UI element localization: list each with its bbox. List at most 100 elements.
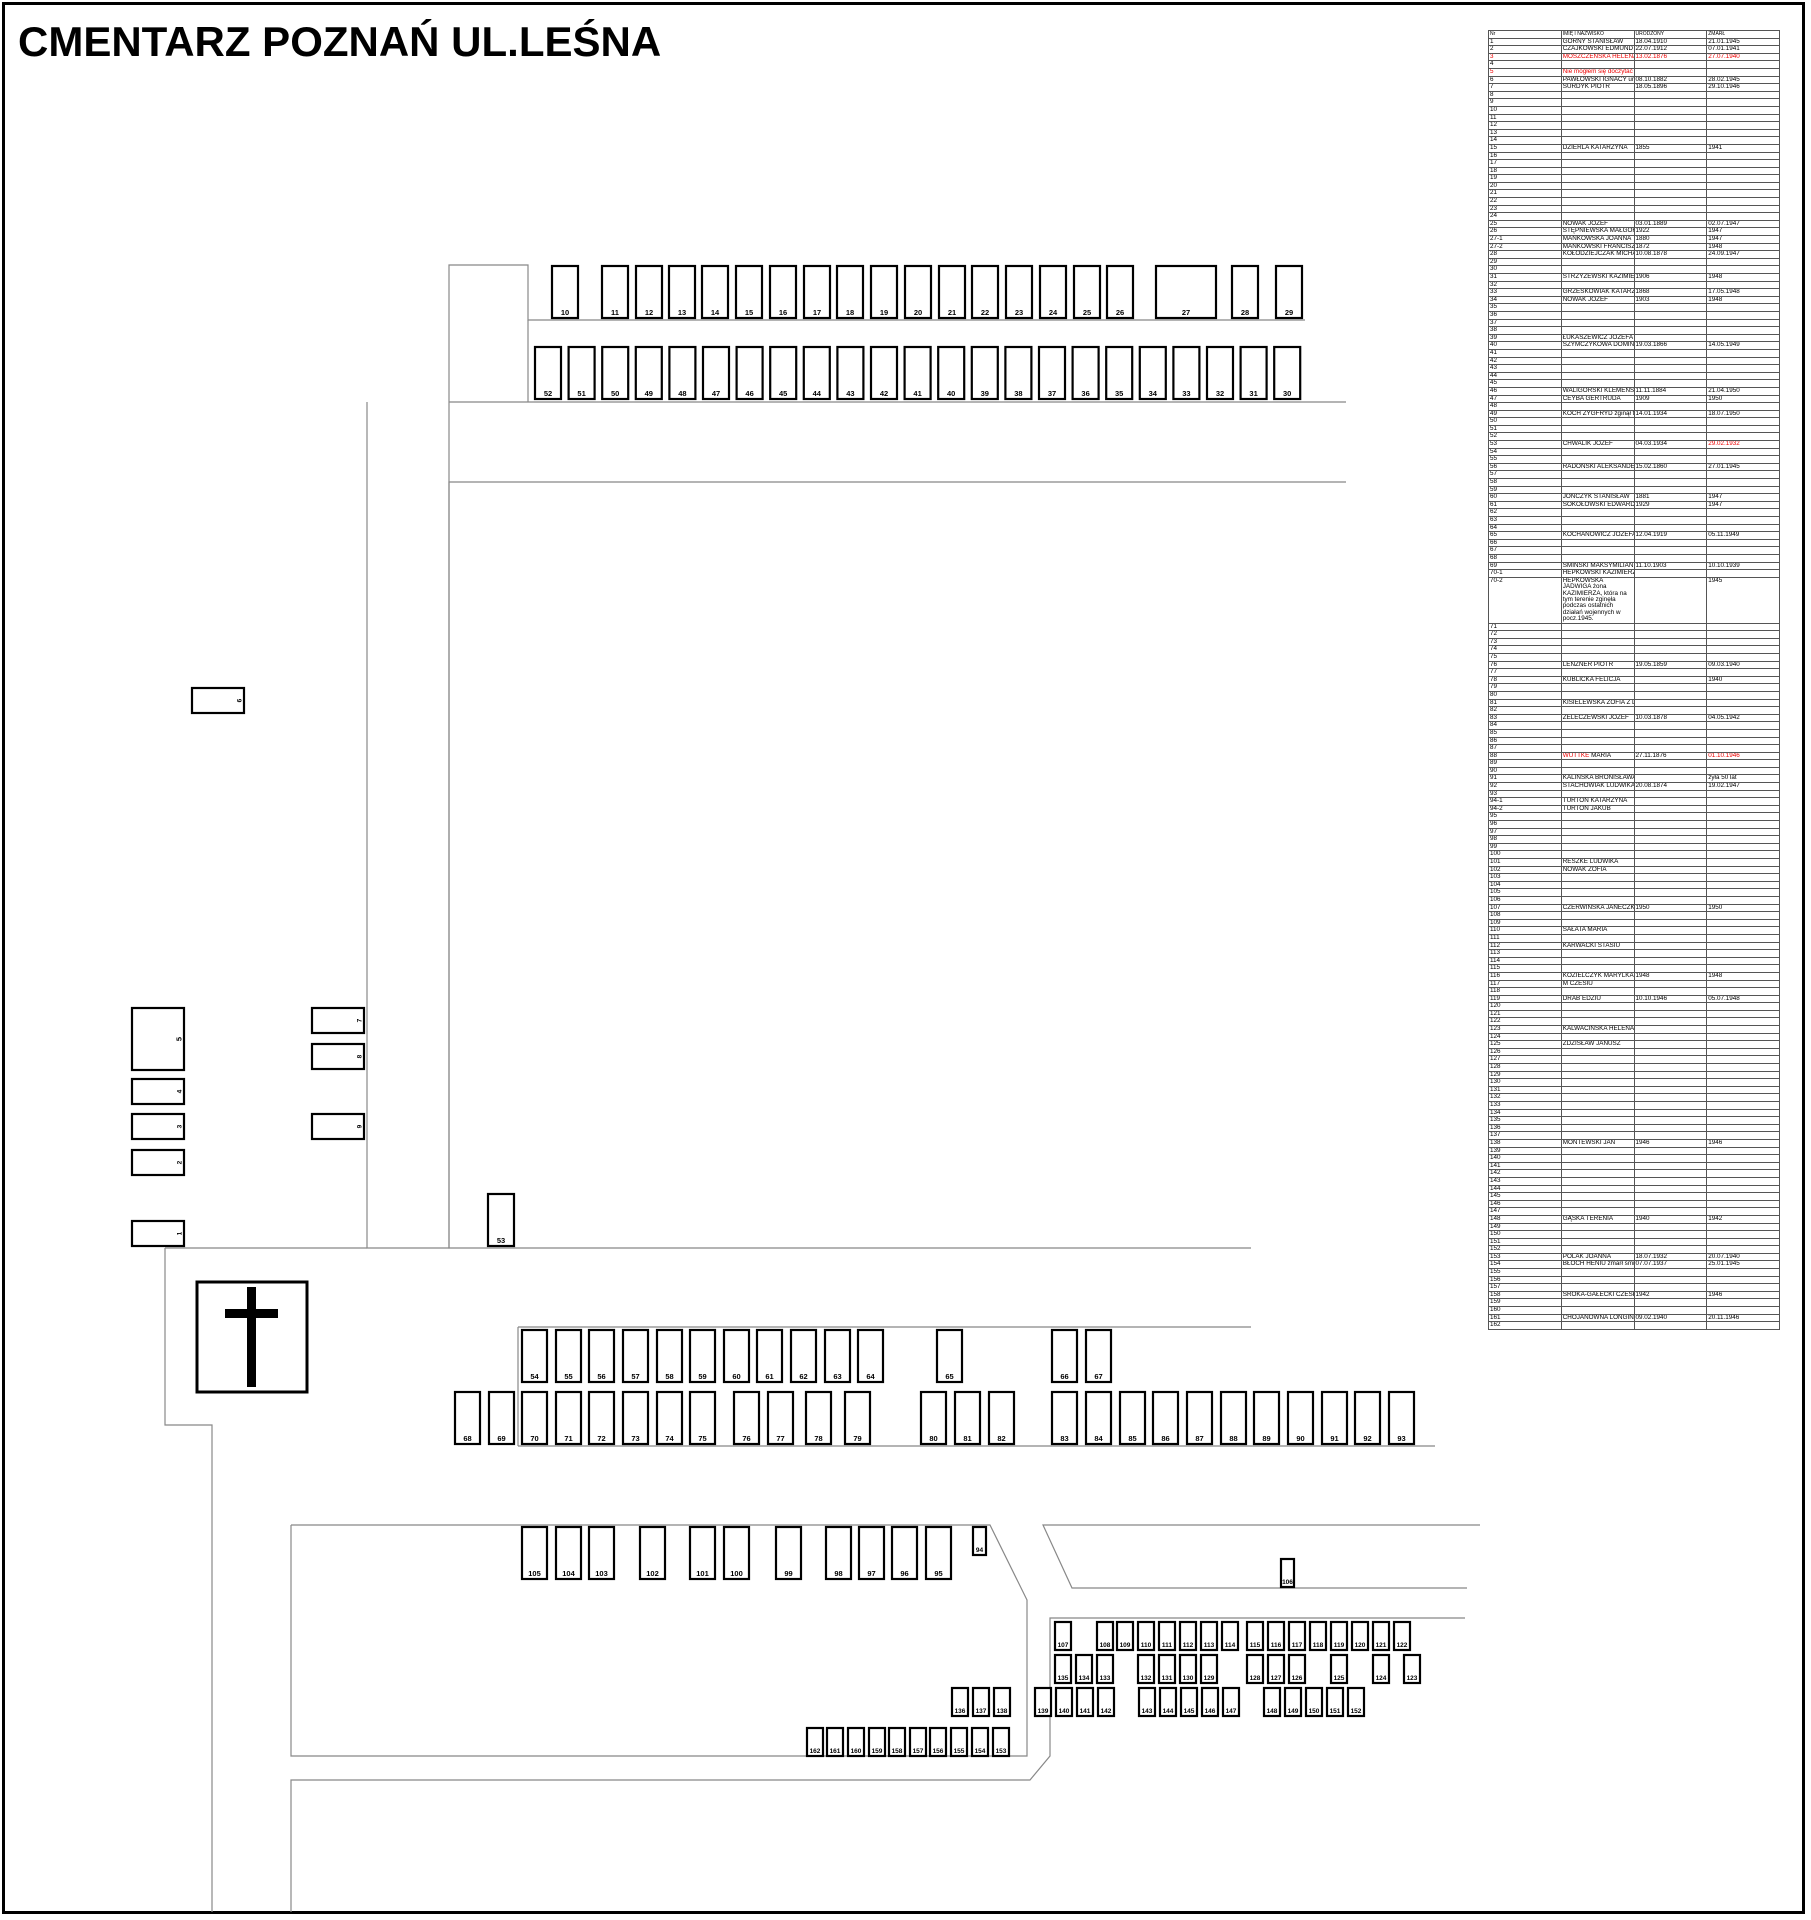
- grave-plot[interactable]: 21: [937, 264, 967, 320]
- grave-plot[interactable]: 41: [903, 345, 932, 401]
- grave-plot[interactable]: 148: [1262, 1686, 1282, 1718]
- grave-plot[interactable]: 98: [824, 1525, 853, 1581]
- grave-plot[interactable]: 83: [1050, 1390, 1079, 1446]
- grave-plot[interactable]: 117: [1287, 1620, 1307, 1652]
- grave-plot[interactable]: 13: [667, 264, 697, 320]
- grave-plot[interactable]: 38: [1004, 345, 1033, 401]
- grave-plot[interactable]: 146: [1200, 1686, 1220, 1718]
- grave-plot[interactable]: 120: [1350, 1620, 1370, 1652]
- grave-plot[interactable]: 124: [1371, 1653, 1391, 1685]
- grave-plot[interactable]: 158: [887, 1726, 907, 1758]
- grave-plot[interactable]: 152: [1346, 1686, 1366, 1718]
- grave-plot[interactable]: 104: [554, 1525, 583, 1581]
- grave-plot[interactable]: 129: [1199, 1653, 1219, 1685]
- grave-plot[interactable]: 126: [1287, 1653, 1307, 1685]
- grave-plot[interactable]: 44: [802, 345, 831, 401]
- grave-plot[interactable]: 67: [1084, 1328, 1113, 1384]
- grave-plot[interactable]: 151: [1325, 1686, 1345, 1718]
- grave-plot[interactable]: 23: [1004, 264, 1034, 320]
- grave-plot[interactable]: 46: [735, 345, 764, 401]
- grave-plot[interactable]: 155: [949, 1726, 969, 1758]
- grave-plot[interactable]: 40: [937, 345, 966, 401]
- grave-plot[interactable]: 140: [1054, 1686, 1074, 1718]
- grave-plot[interactable]: 12: [634, 264, 664, 320]
- grave-plot[interactable]: 43: [836, 345, 865, 401]
- grave-plot[interactable]: 108: [1095, 1620, 1115, 1652]
- grave-plot[interactable]: 45: [769, 345, 798, 401]
- grave-plot[interactable]: 19: [869, 264, 899, 320]
- grave-plot[interactable]: 86: [1151, 1390, 1180, 1446]
- grave-plot[interactable]: 73: [621, 1390, 650, 1446]
- grave-plot[interactable]: 159: [867, 1726, 887, 1758]
- grave-plot[interactable]: 48: [668, 345, 697, 401]
- grave-plot[interactable]: 9: [310, 1112, 366, 1141]
- grave-plot[interactable]: 153: [991, 1726, 1011, 1758]
- grave-plot[interactable]: 76: [732, 1390, 761, 1446]
- grave-plot[interactable]: 71: [554, 1390, 583, 1446]
- grave-plot[interactable]: 30: [1273, 345, 1302, 401]
- grave-plot[interactable]: 101: [688, 1525, 717, 1581]
- grave-plot[interactable]: 121: [1371, 1620, 1391, 1652]
- grave-plot[interactable]: 69: [487, 1390, 516, 1446]
- grave-plot[interactable]: 39: [970, 345, 999, 401]
- grave-plot[interactable]: 113: [1199, 1620, 1219, 1652]
- grave-plot[interactable]: 75: [688, 1390, 717, 1446]
- grave-plot[interactable]: 127: [1266, 1653, 1286, 1685]
- grave-plot[interactable]: 84: [1084, 1390, 1113, 1446]
- grave-plot[interactable]: 5: [130, 1006, 186, 1072]
- grave-plot[interactable]: 11: [600, 264, 630, 320]
- grave-plot[interactable]: 16: [768, 264, 798, 320]
- grave-plot[interactable]: 56: [587, 1328, 616, 1384]
- grave-plot[interactable]: 116: [1266, 1620, 1286, 1652]
- grave-plot[interactable]: 4: [130, 1077, 186, 1106]
- grave-plot[interactable]: 100: [722, 1525, 751, 1581]
- grave-plot[interactable]: 132: [1136, 1653, 1156, 1685]
- grave-plot[interactable]: 82: [987, 1390, 1016, 1446]
- grave-plot[interactable]: 99: [774, 1525, 803, 1581]
- grave-plot[interactable]: 22: [970, 264, 1000, 320]
- grave-plot[interactable]: 28: [1230, 264, 1260, 320]
- grave-plot[interactable]: 112: [1178, 1620, 1198, 1652]
- grave-plot[interactable]: 109: [1115, 1620, 1135, 1652]
- grave-plot[interactable]: 119: [1329, 1620, 1349, 1652]
- grave-plot[interactable]: 18: [835, 264, 865, 320]
- grave-plot[interactable]: 123: [1402, 1653, 1422, 1685]
- grave-plot[interactable]: 147: [1221, 1686, 1241, 1718]
- grave-plot[interactable]: 94: [971, 1525, 988, 1557]
- grave-plot[interactable]: 3: [130, 1112, 186, 1141]
- grave-plot[interactable]: 118: [1308, 1620, 1328, 1652]
- grave-plot[interactable]: 90: [1286, 1390, 1315, 1446]
- grave-plot[interactable]: 64: [856, 1328, 885, 1384]
- grave-plot[interactable]: 34: [1138, 345, 1167, 401]
- grave-plot[interactable]: 115: [1245, 1620, 1265, 1652]
- grave-plot[interactable]: 36: [1071, 345, 1100, 401]
- grave-plot[interactable]: 29: [1274, 264, 1304, 320]
- grave-plot[interactable]: 47: [701, 345, 731, 401]
- grave-plot[interactable]: 8: [310, 1042, 366, 1071]
- grave-plot[interactable]: 135: [1053, 1653, 1073, 1685]
- grave-plot[interactable]: 2: [130, 1148, 186, 1177]
- grave-plot[interactable]: 60: [722, 1328, 751, 1384]
- grave-plot[interactable]: 61: [755, 1328, 784, 1384]
- grave-plot[interactable]: 59: [688, 1328, 717, 1384]
- grave-plot[interactable]: 160: [846, 1726, 866, 1758]
- grave-plot[interactable]: 7: [310, 1006, 366, 1035]
- grave-plot[interactable]: 50: [601, 345, 630, 401]
- grave-plot[interactable]: 156: [928, 1726, 948, 1758]
- grave-plot[interactable]: 143: [1137, 1686, 1157, 1718]
- grave-plot[interactable]: 125: [1329, 1653, 1349, 1685]
- grave-plot[interactable]: 122: [1392, 1620, 1412, 1652]
- grave-plot[interactable]: 128: [1245, 1653, 1265, 1685]
- grave-plot[interactable]: 31: [1239, 345, 1268, 401]
- grave-plot[interactable]: 110: [1136, 1620, 1156, 1652]
- grave-plot[interactable]: 68: [453, 1390, 482, 1446]
- grave-plot[interactable]: 20: [903, 264, 933, 320]
- grave-plot[interactable]: 138: [992, 1686, 1012, 1718]
- grave-plot[interactable]: 96: [890, 1525, 919, 1581]
- grave-plot[interactable]: 10: [550, 264, 580, 320]
- grave-plot[interactable]: 78: [804, 1390, 833, 1446]
- grave-plot[interactable]: 87: [1185, 1390, 1214, 1446]
- grave-plot[interactable]: 141: [1075, 1686, 1095, 1718]
- grave-plot[interactable]: 66: [1050, 1328, 1079, 1384]
- grave-plot[interactable]: 1: [130, 1219, 186, 1248]
